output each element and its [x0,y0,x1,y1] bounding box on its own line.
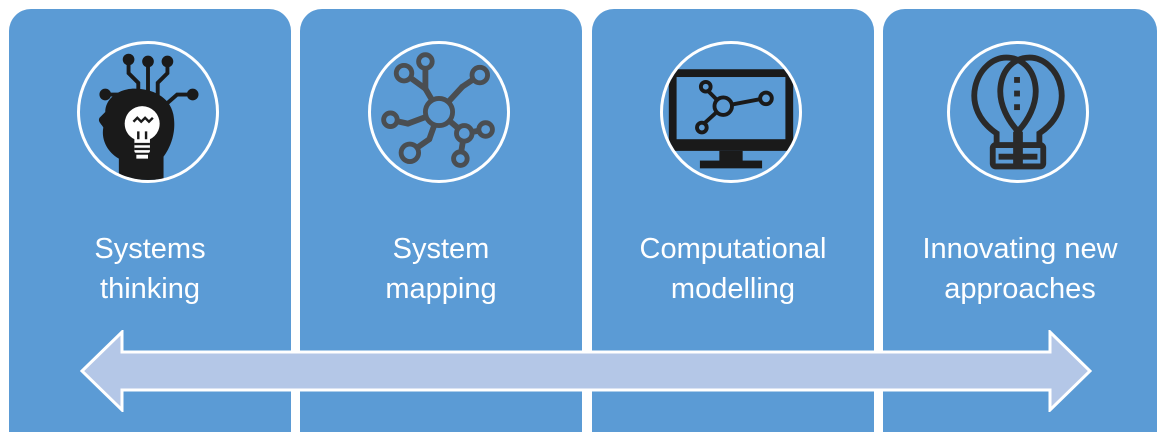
step-label: System mapping [385,233,497,305]
head-lightbulb-circuit-icon [77,41,219,183]
bidirectional-arrow [80,330,1092,412]
twin-lightbulbs-icon [947,41,1089,183]
network-nodes-icon [368,41,510,183]
step-label: Systems thinking [94,233,206,305]
step-label: Computational modelling [639,233,827,305]
step-label: Innovating new approaches [922,233,1118,305]
monitor-network-icon [660,41,802,183]
